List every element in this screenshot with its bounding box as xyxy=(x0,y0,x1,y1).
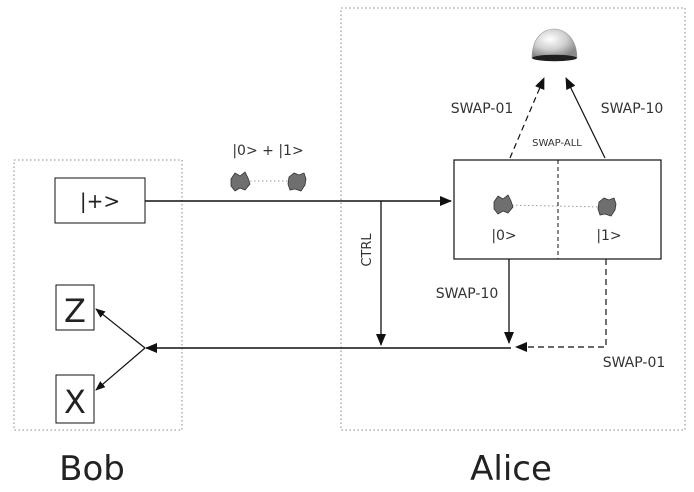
measure-x-box: X xyxy=(55,374,95,424)
alice-region xyxy=(340,7,686,431)
ctrl-label: CTRL xyxy=(360,233,375,267)
swap-01-top-label: SWAP-01 xyxy=(451,101,514,117)
fork-to-z-arrow xyxy=(95,308,146,349)
register-qubit-one-icon xyxy=(597,197,617,217)
swap-01-return-path xyxy=(515,259,607,352)
swap-01-up-arrow xyxy=(509,77,545,159)
register-link xyxy=(503,204,607,208)
slot-one-label: |1> xyxy=(596,228,621,244)
alice-register xyxy=(453,159,662,260)
swap-10-bottom-label: SWAP-10 xyxy=(436,286,499,302)
superposition-label: |0> + |1> xyxy=(232,143,303,159)
flying-qubit-one-icon xyxy=(287,172,307,192)
input-state-label: |+> xyxy=(80,189,120,213)
bob-region xyxy=(13,159,183,431)
flying-qubit-zero-icon xyxy=(230,171,251,192)
detector-dome-icon xyxy=(531,28,578,62)
alice-label: Alice xyxy=(470,449,552,489)
fork-to-x-arrow xyxy=(95,347,146,391)
swap-all-label: SWAP-ALL xyxy=(532,138,582,149)
bob-label: Bob xyxy=(59,449,125,489)
swap-10-top-label: SWAP-10 xyxy=(601,101,664,117)
register-qubit-zero-icon xyxy=(493,194,514,215)
measure-x-label: X xyxy=(64,383,86,421)
measure-z-box: Z xyxy=(55,284,95,331)
measure-z-label: Z xyxy=(64,292,86,330)
swap-10-up-arrow xyxy=(565,77,606,159)
swap-01-bottom-label: SWAP-01 xyxy=(603,355,666,371)
slot-zero-label: |0> xyxy=(491,228,516,244)
input-state-box: |+> xyxy=(54,177,146,224)
